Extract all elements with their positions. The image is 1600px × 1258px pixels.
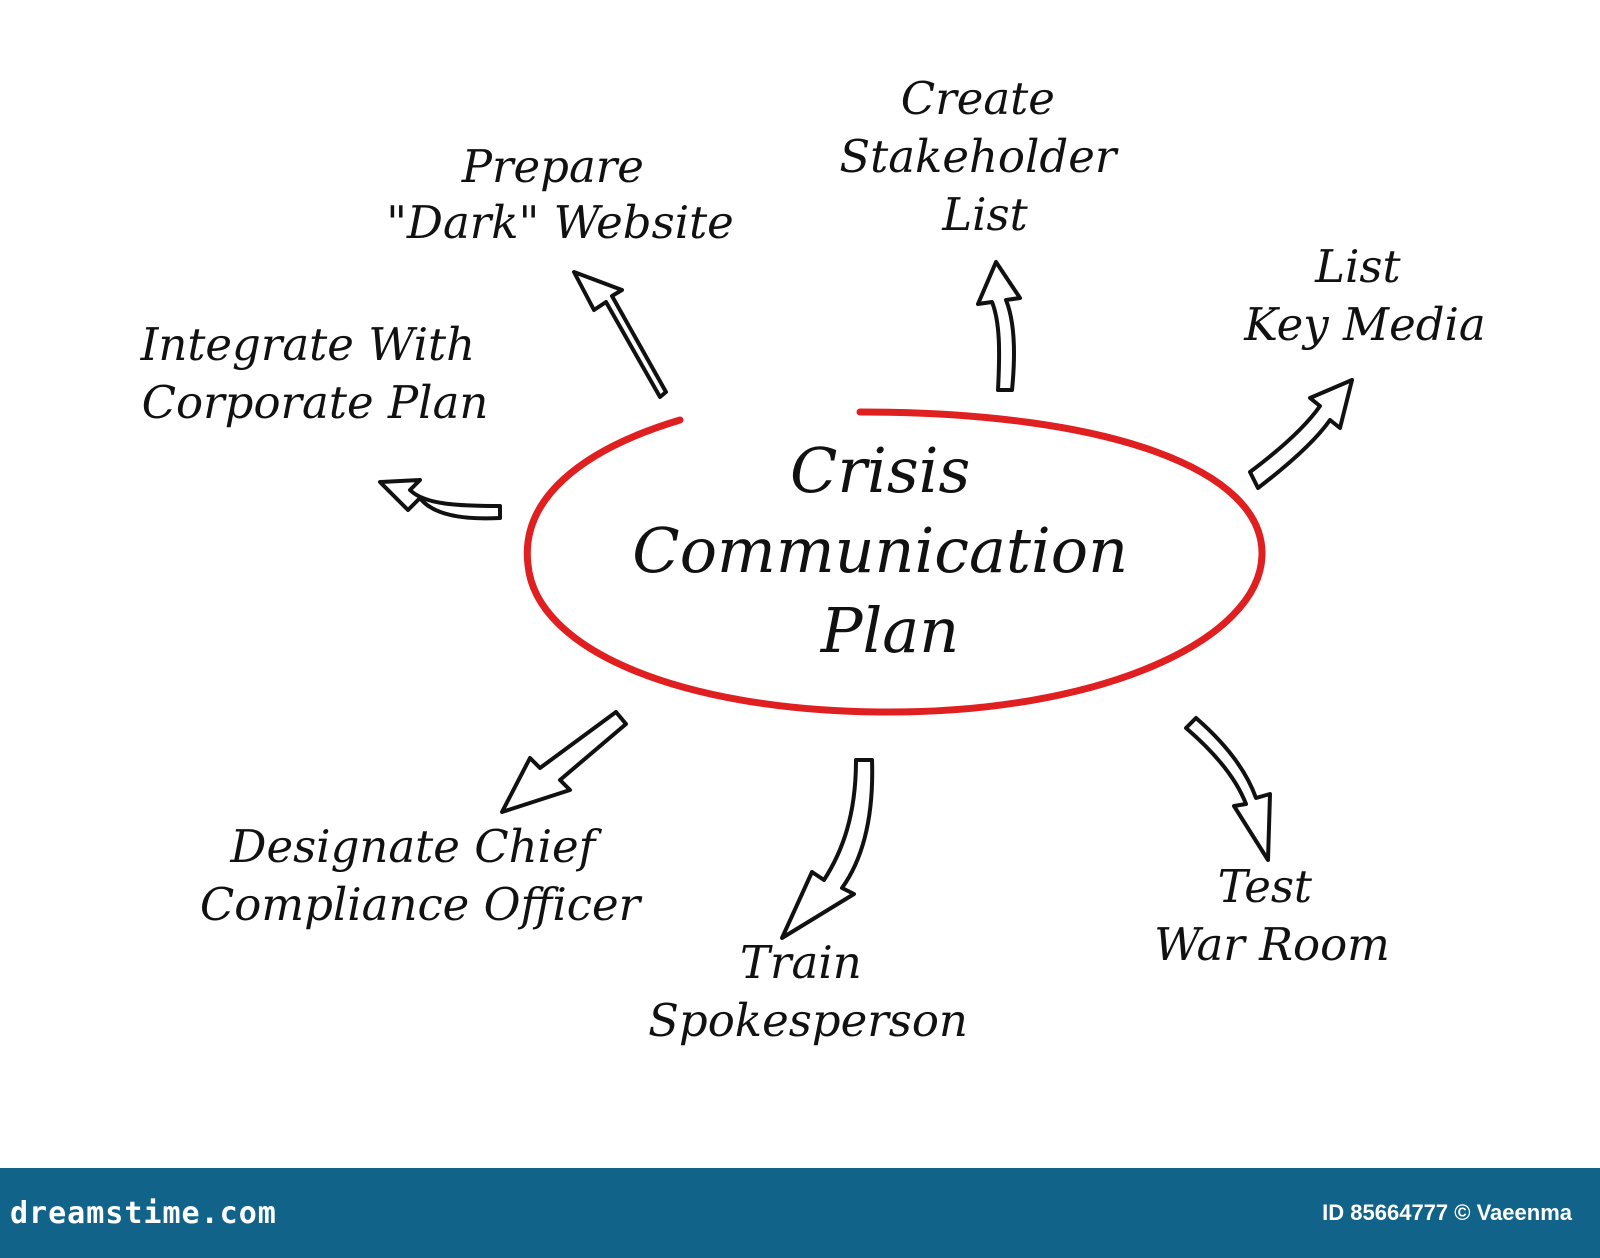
arrow-to-stakeholder [976, 260, 1022, 392]
brand-logo: dreamstime.com [10, 1195, 277, 1231]
arrow-to-key-media [1248, 378, 1354, 490]
node-label-line: Compliance Officer [200, 878, 643, 931]
node-compliance-label: Designate Chief Compliance Officer [200, 820, 643, 931]
arrow-to-compliance [500, 710, 628, 814]
node-label-line: List [1314, 240, 1401, 293]
node-label-line: Key Media [1243, 298, 1486, 351]
node-label-line: Designate Chief [229, 820, 602, 873]
node-label-line: Create [901, 72, 1055, 125]
center-title-line: Plan [820, 594, 959, 667]
node-key-media-label: List Key Media [1243, 240, 1486, 351]
node-spokesperson-label: Train Spokesperson [648, 936, 968, 1047]
stock-footer-bar: dreamstime.com ID 85664777 © Vaeenma [0, 1168, 1600, 1258]
center-title: Crisis Communication Plan [632, 434, 1147, 667]
node-label-line: Corporate Plan [142, 376, 489, 429]
node-label-line: Stakeholder [839, 130, 1119, 183]
center-title-line: Crisis [790, 434, 970, 507]
node-label-line: Train [740, 936, 862, 989]
node-dark-website-label: Prepare "Dark" Website [386, 140, 734, 249]
arrow-to-war-room [1184, 716, 1272, 862]
node-label-line: Spokesperson [648, 994, 968, 1047]
node-label-line: Test [1218, 860, 1313, 913]
node-integrate-label: Integrate With Corporate Plan [140, 318, 490, 429]
arrow-to-dark-website [572, 270, 668, 399]
node-war-room-label: Test War Room [1154, 860, 1390, 971]
node-stakeholder-label: Create Stakeholder List [839, 72, 1130, 241]
image-credit: ID 85664777 © Vaeenma [1322, 1200, 1572, 1225]
node-label-line: "Dark" Website [386, 196, 734, 249]
center-title-line: Communication [632, 514, 1128, 587]
center-ring [523, 408, 1266, 716]
node-label-line: War Room [1154, 918, 1390, 971]
arrow-to-spokesperson [780, 758, 875, 940]
node-label-line: List [941, 188, 1028, 241]
crisis-communication-diagram: Crisis Communication Plan Integrate With… [140, 72, 1486, 1047]
arrow-to-integrate [378, 478, 502, 521]
node-label-line: Integrate With [140, 318, 476, 371]
node-label-line: Prepare [461, 140, 644, 193]
